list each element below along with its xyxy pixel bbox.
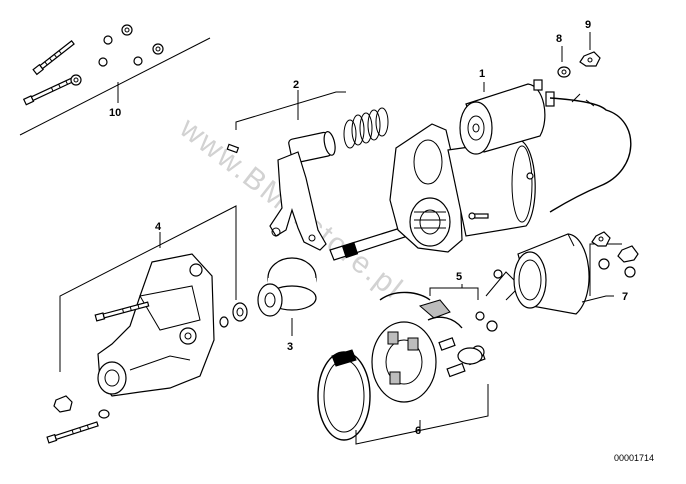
solenoid-switch: 1 8 9 xyxy=(459,19,632,213)
callout-2: 2 xyxy=(293,79,299,91)
callout-10: 10 xyxy=(109,107,121,119)
callout-1: 1 xyxy=(479,68,485,80)
return-spring xyxy=(343,107,389,149)
callout-7: 7 xyxy=(622,291,628,303)
callout-3: 3 xyxy=(287,341,293,353)
brush-plate-and-seal: 6 xyxy=(317,321,489,445)
engaging-lever-group: 2 xyxy=(226,79,389,251)
brush-holder-springs: 5 xyxy=(379,269,521,332)
end-cap: 7 xyxy=(457,231,639,365)
callout-9: 9 xyxy=(585,19,591,31)
pinion-drive: 3 xyxy=(257,257,317,353)
callout-8: 8 xyxy=(556,33,562,45)
callout-6: 6 xyxy=(415,425,421,437)
callout-4: 4 xyxy=(155,221,162,233)
motor-housing-and-armature xyxy=(329,123,536,261)
bolts-and-nuts-set: 10 xyxy=(19,24,211,136)
reference-number: 00001714 xyxy=(614,453,654,463)
drive-end-bearing-housing: 4 xyxy=(46,205,248,444)
callout-5: 5 xyxy=(456,271,462,283)
